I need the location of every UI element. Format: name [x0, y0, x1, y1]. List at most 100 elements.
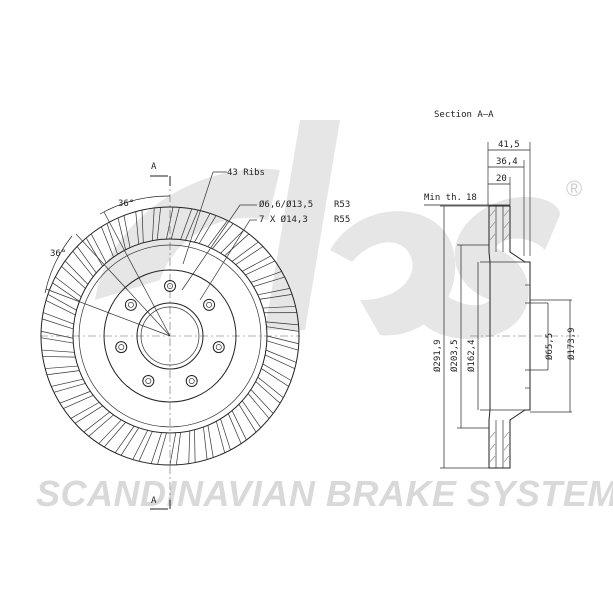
rib-line	[52, 282, 80, 302]
rib-line	[101, 226, 114, 258]
rib-line	[261, 368, 289, 387]
min-thickness-value: 18	[466, 193, 477, 203]
dim-41-5: 41,5	[498, 140, 520, 150]
center-bore-chamfer	[140, 306, 200, 366]
angle-leader-2	[45, 288, 171, 337]
angle-arc-1	[99, 195, 171, 215]
bolt-hole	[124, 298, 137, 311]
rib-line	[207, 220, 228, 247]
hole-leader-1	[181, 204, 257, 291]
rib-line	[63, 394, 94, 409]
rib-line	[42, 356, 76, 358]
dim-291-9: Ø291,9	[432, 339, 443, 372]
rib-line	[194, 429, 196, 463]
hat-step	[103, 269, 237, 403]
rib-line	[53, 383, 86, 393]
section-marker-top: A	[151, 162, 157, 172]
rib-line	[265, 321, 299, 326]
hole-label-1-radius: R53	[334, 200, 350, 210]
dim-65-5: Ø65,5	[544, 333, 555, 360]
rib-line	[43, 312, 74, 325]
rib-line	[224, 233, 250, 257]
rib-line	[203, 427, 208, 460]
rib-line	[241, 400, 262, 428]
bolt-hole-inner	[215, 344, 222, 351]
rib-line	[41, 349, 75, 353]
rib-line	[156, 207, 161, 240]
rib-line	[257, 288, 290, 296]
bolt-hole-inner	[145, 378, 152, 384]
bolt-hole-inner	[167, 283, 173, 289]
rib-line	[255, 381, 281, 404]
rib-line	[42, 318, 74, 330]
bolt-hole-inner	[127, 301, 134, 308]
rib-line	[90, 233, 107, 264]
rib-line	[72, 250, 94, 277]
angle-leader-1	[103, 211, 171, 337]
rib-line	[46, 370, 80, 376]
rib-line	[123, 215, 131, 248]
rib-line	[132, 430, 148, 460]
registered-mark: ®	[566, 176, 582, 201]
rib-line	[180, 208, 193, 240]
rib-line	[262, 305, 296, 309]
rib-line	[185, 209, 199, 241]
rib-line	[266, 326, 299, 332]
bolt-hole	[115, 341, 128, 354]
rib-line	[88, 414, 114, 437]
bolt-hole-inner	[188, 378, 195, 384]
rib-line	[169, 432, 177, 466]
rib-line	[114, 425, 135, 453]
rib-line	[120, 427, 139, 456]
rib-line	[188, 430, 191, 464]
rib-line	[47, 293, 77, 311]
rib-line	[220, 418, 231, 451]
rib-line	[259, 294, 293, 300]
rib-line	[76, 246, 97, 274]
ribs-leader	[182, 171, 227, 265]
rib-line	[262, 363, 292, 381]
rib-line	[235, 246, 264, 265]
rib-line	[242, 255, 272, 272]
rib-line	[265, 349, 297, 363]
rib-line	[61, 265, 86, 289]
brand-tagline: SCANDINAVIAN BRAKE SYSTEMS	[36, 473, 613, 514]
rib-line	[250, 389, 274, 414]
rib-line	[266, 335, 299, 345]
angle-label-2: 36°	[50, 249, 66, 259]
rib-line	[266, 340, 299, 351]
rib-line	[231, 410, 247, 441]
disc-profile	[488, 205, 531, 469]
rib-line	[64, 260, 89, 285]
hole-label-2-size: 7 X Ø14,3	[259, 214, 308, 225]
rib-line	[245, 260, 276, 276]
rib-line	[238, 404, 257, 433]
hole-leader-2	[199, 219, 257, 301]
section-marker-bottom: A	[151, 496, 157, 506]
rib-line	[141, 210, 144, 243]
section-title: Section A–A	[434, 110, 494, 120]
bolt-hole	[164, 280, 176, 292]
dim-203-5: Ø203,5	[449, 339, 460, 372]
rib-line	[166, 206, 174, 240]
rib-line	[247, 393, 270, 419]
rib-line	[98, 419, 122, 444]
rib-line	[227, 413, 242, 444]
ribs-label: 43 Ribs	[227, 168, 265, 178]
rib-line	[207, 425, 214, 458]
dim-173-9: Ø173,9	[566, 327, 577, 360]
rib-line	[264, 354, 295, 369]
hole-label-1-size: Ø6,6/Ø13,5	[259, 199, 313, 210]
rib-line	[176, 432, 181, 465]
front-view: 36° 36° A A 43 Ribs Ø6,6/Ø13,5 R53 7 X Ø…	[40, 162, 350, 510]
rib-line	[215, 421, 226, 453]
bolt-hole	[212, 341, 225, 354]
rib-line	[257, 376, 284, 398]
rib-line	[152, 207, 155, 241]
rib-line	[198, 215, 217, 244]
rib-line	[231, 241, 259, 262]
rib-line	[55, 276, 82, 298]
hatching	[489, 209, 510, 463]
